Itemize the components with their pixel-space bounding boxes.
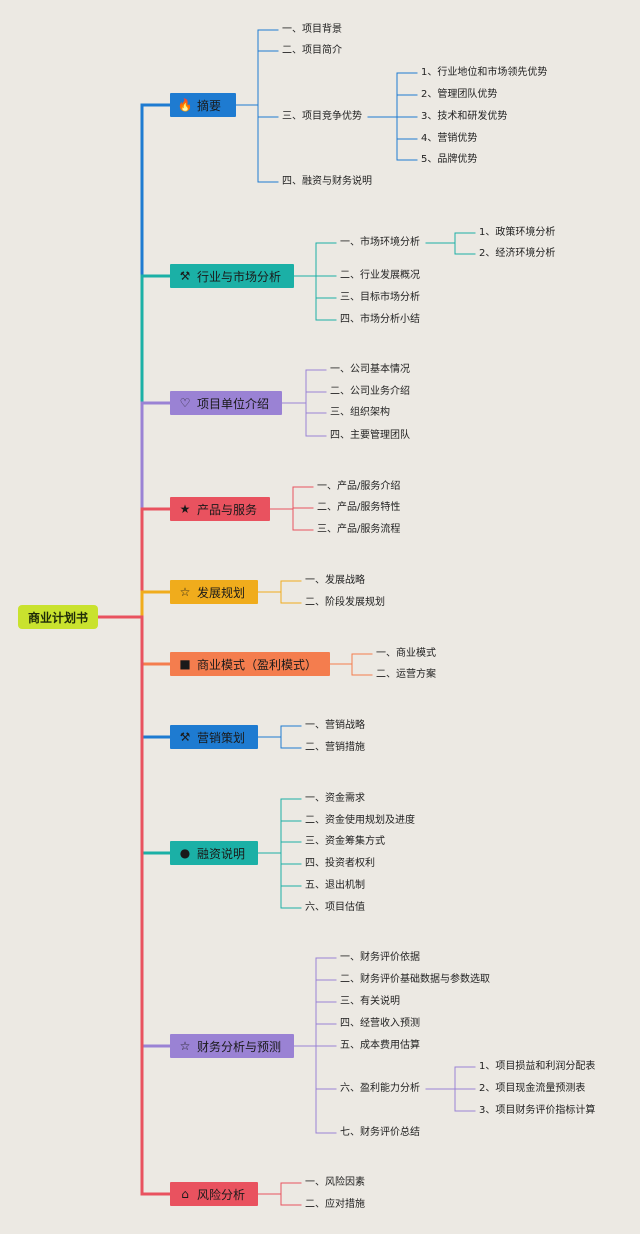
- branch-label: 摘要: [197, 98, 222, 113]
- branch-node[interactable]: ⚒ 营销策划: [170, 725, 258, 749]
- child-item[interactable]: 二、项目简介: [282, 45, 342, 56]
- branch-label: 营销策划: [197, 730, 246, 745]
- child-item[interactable]: 一、产品/服务介绍: [317, 481, 401, 492]
- child-item[interactable]: 二、阶段发展规划: [305, 597, 385, 608]
- child-item[interactable]: 一、公司基本情况: [330, 364, 410, 375]
- branch-label: 行业与市场分析: [197, 269, 282, 284]
- child-item[interactable]: 一、商业模式: [376, 648, 436, 659]
- branch-label: 商业模式（盈利模式）: [197, 657, 318, 672]
- child-item[interactable]: 四、融资与财务说明: [282, 176, 372, 187]
- star-outline-icon: ☆: [179, 585, 191, 599]
- child-item[interactable]: 二、运营方案: [376, 669, 436, 680]
- branch-label: 财务分析与预测: [197, 1039, 282, 1054]
- child-item[interactable]: 一、项目背景: [282, 24, 342, 35]
- heart-icon: ♡: [179, 396, 191, 410]
- branch-label: 项目单位介绍: [197, 396, 270, 411]
- child-item[interactable]: 六、盈利能力分析: [340, 1083, 420, 1094]
- child-item[interactable]: 一、财务评价依据: [340, 952, 420, 963]
- child-item[interactable]: 三、有关说明: [340, 996, 400, 1007]
- child-item[interactable]: 六、项目估值: [305, 902, 365, 913]
- child-item[interactable]: 一、风险因素: [305, 1177, 365, 1188]
- branch-label: 发展规划: [197, 585, 246, 600]
- child-item[interactable]: 四、经营收入预测: [340, 1018, 420, 1029]
- branch-node[interactable]: ● 融资说明: [170, 841, 258, 865]
- grandchild-item[interactable]: 3、技术和研发优势: [421, 111, 508, 122]
- grandchild-item[interactable]: 2、管理团队优势: [421, 89, 498, 100]
- flame-icon: 🔥: [177, 98, 193, 112]
- branch-node[interactable]: ☆ 发展规划: [170, 580, 258, 604]
- child-item[interactable]: 五、成本费用估算: [340, 1040, 420, 1051]
- child-item[interactable]: 二、应对措施: [305, 1199, 365, 1210]
- branch-node[interactable]: ♡ 项目单位介绍: [170, 391, 282, 415]
- child-item[interactable]: 三、目标市场分析: [340, 292, 420, 303]
- child-item[interactable]: 二、公司业务介绍: [330, 386, 410, 397]
- grandchild-item[interactable]: 1、行业地位和市场领先优势: [421, 67, 548, 78]
- root-node[interactable]: 商业计划书: [18, 605, 98, 629]
- star-outline-icon: ☆: [179, 1039, 191, 1053]
- grandchild-item[interactable]: 5、品牌优势: [421, 154, 478, 165]
- child-item[interactable]: 四、主要管理团队: [330, 430, 410, 441]
- star-filled-icon: ★: [179, 502, 191, 516]
- branch-node[interactable]: ■ 商业模式（盈利模式）: [170, 652, 330, 676]
- child-item[interactable]: 一、市场环境分析: [340, 237, 420, 248]
- branch-label: 风险分析: [197, 1187, 246, 1202]
- grandchild-item[interactable]: 3、项目财务评价指标计算: [479, 1105, 596, 1116]
- child-item[interactable]: 二、财务评价基础数据与参数选取: [340, 974, 490, 985]
- child-item[interactable]: 一、发展战略: [305, 575, 365, 586]
- grandchild-item[interactable]: 4、营销优势: [421, 133, 478, 144]
- child-item[interactable]: 四、投资者权利: [305, 858, 375, 869]
- child-item[interactable]: 二、资金使用规划及进度: [305, 815, 415, 826]
- branch-node[interactable]: ⌂ 风险分析: [170, 1182, 258, 1206]
- tools-icon: ⚒: [179, 730, 191, 744]
- child-item[interactable]: 三、资金筹集方式: [305, 836, 385, 847]
- grandchild-item[interactable]: 2、经济环境分析: [479, 248, 556, 259]
- branch-label: 融资说明: [197, 846, 246, 861]
- child-item[interactable]: 一、资金需求: [305, 793, 365, 804]
- child-item[interactable]: 二、产品/服务特性: [317, 502, 401, 513]
- grandchild-item[interactable]: 1、项目损益和利润分配表: [479, 1061, 596, 1072]
- flag-icon: ■: [179, 657, 191, 671]
- child-item[interactable]: 七、财务评价总结: [340, 1127, 420, 1138]
- child-item[interactable]: 五、退出机制: [305, 880, 365, 891]
- tools-icon: ⚒: [179, 269, 191, 283]
- child-item[interactable]: 三、产品/服务流程: [317, 524, 401, 535]
- home-icon: ⌂: [181, 1187, 189, 1201]
- branch-node[interactable]: ⚒ 行业与市场分析: [170, 264, 294, 288]
- grandchild-item[interactable]: 1、政策环境分析: [479, 227, 556, 238]
- branch-label: 产品与服务: [197, 502, 258, 517]
- branch-node[interactable]: ★ 产品与服务: [170, 497, 270, 521]
- child-item[interactable]: 三、项目竞争优势: [282, 111, 362, 122]
- grandchild-item[interactable]: 2、项目现金流量预测表: [479, 1083, 586, 1094]
- child-item[interactable]: 一、营销战略: [305, 720, 365, 731]
- child-item[interactable]: 四、市场分析小结: [340, 314, 420, 325]
- branch-node[interactable]: ☆ 财务分析与预测: [170, 1034, 294, 1058]
- child-item[interactable]: 三、组织架构: [330, 407, 390, 418]
- coin-icon: ●: [179, 846, 191, 860]
- child-item[interactable]: 二、行业发展概况: [340, 270, 420, 281]
- branch-node[interactable]: 🔥 摘要: [170, 93, 236, 117]
- child-item[interactable]: 二、营销措施: [305, 742, 365, 753]
